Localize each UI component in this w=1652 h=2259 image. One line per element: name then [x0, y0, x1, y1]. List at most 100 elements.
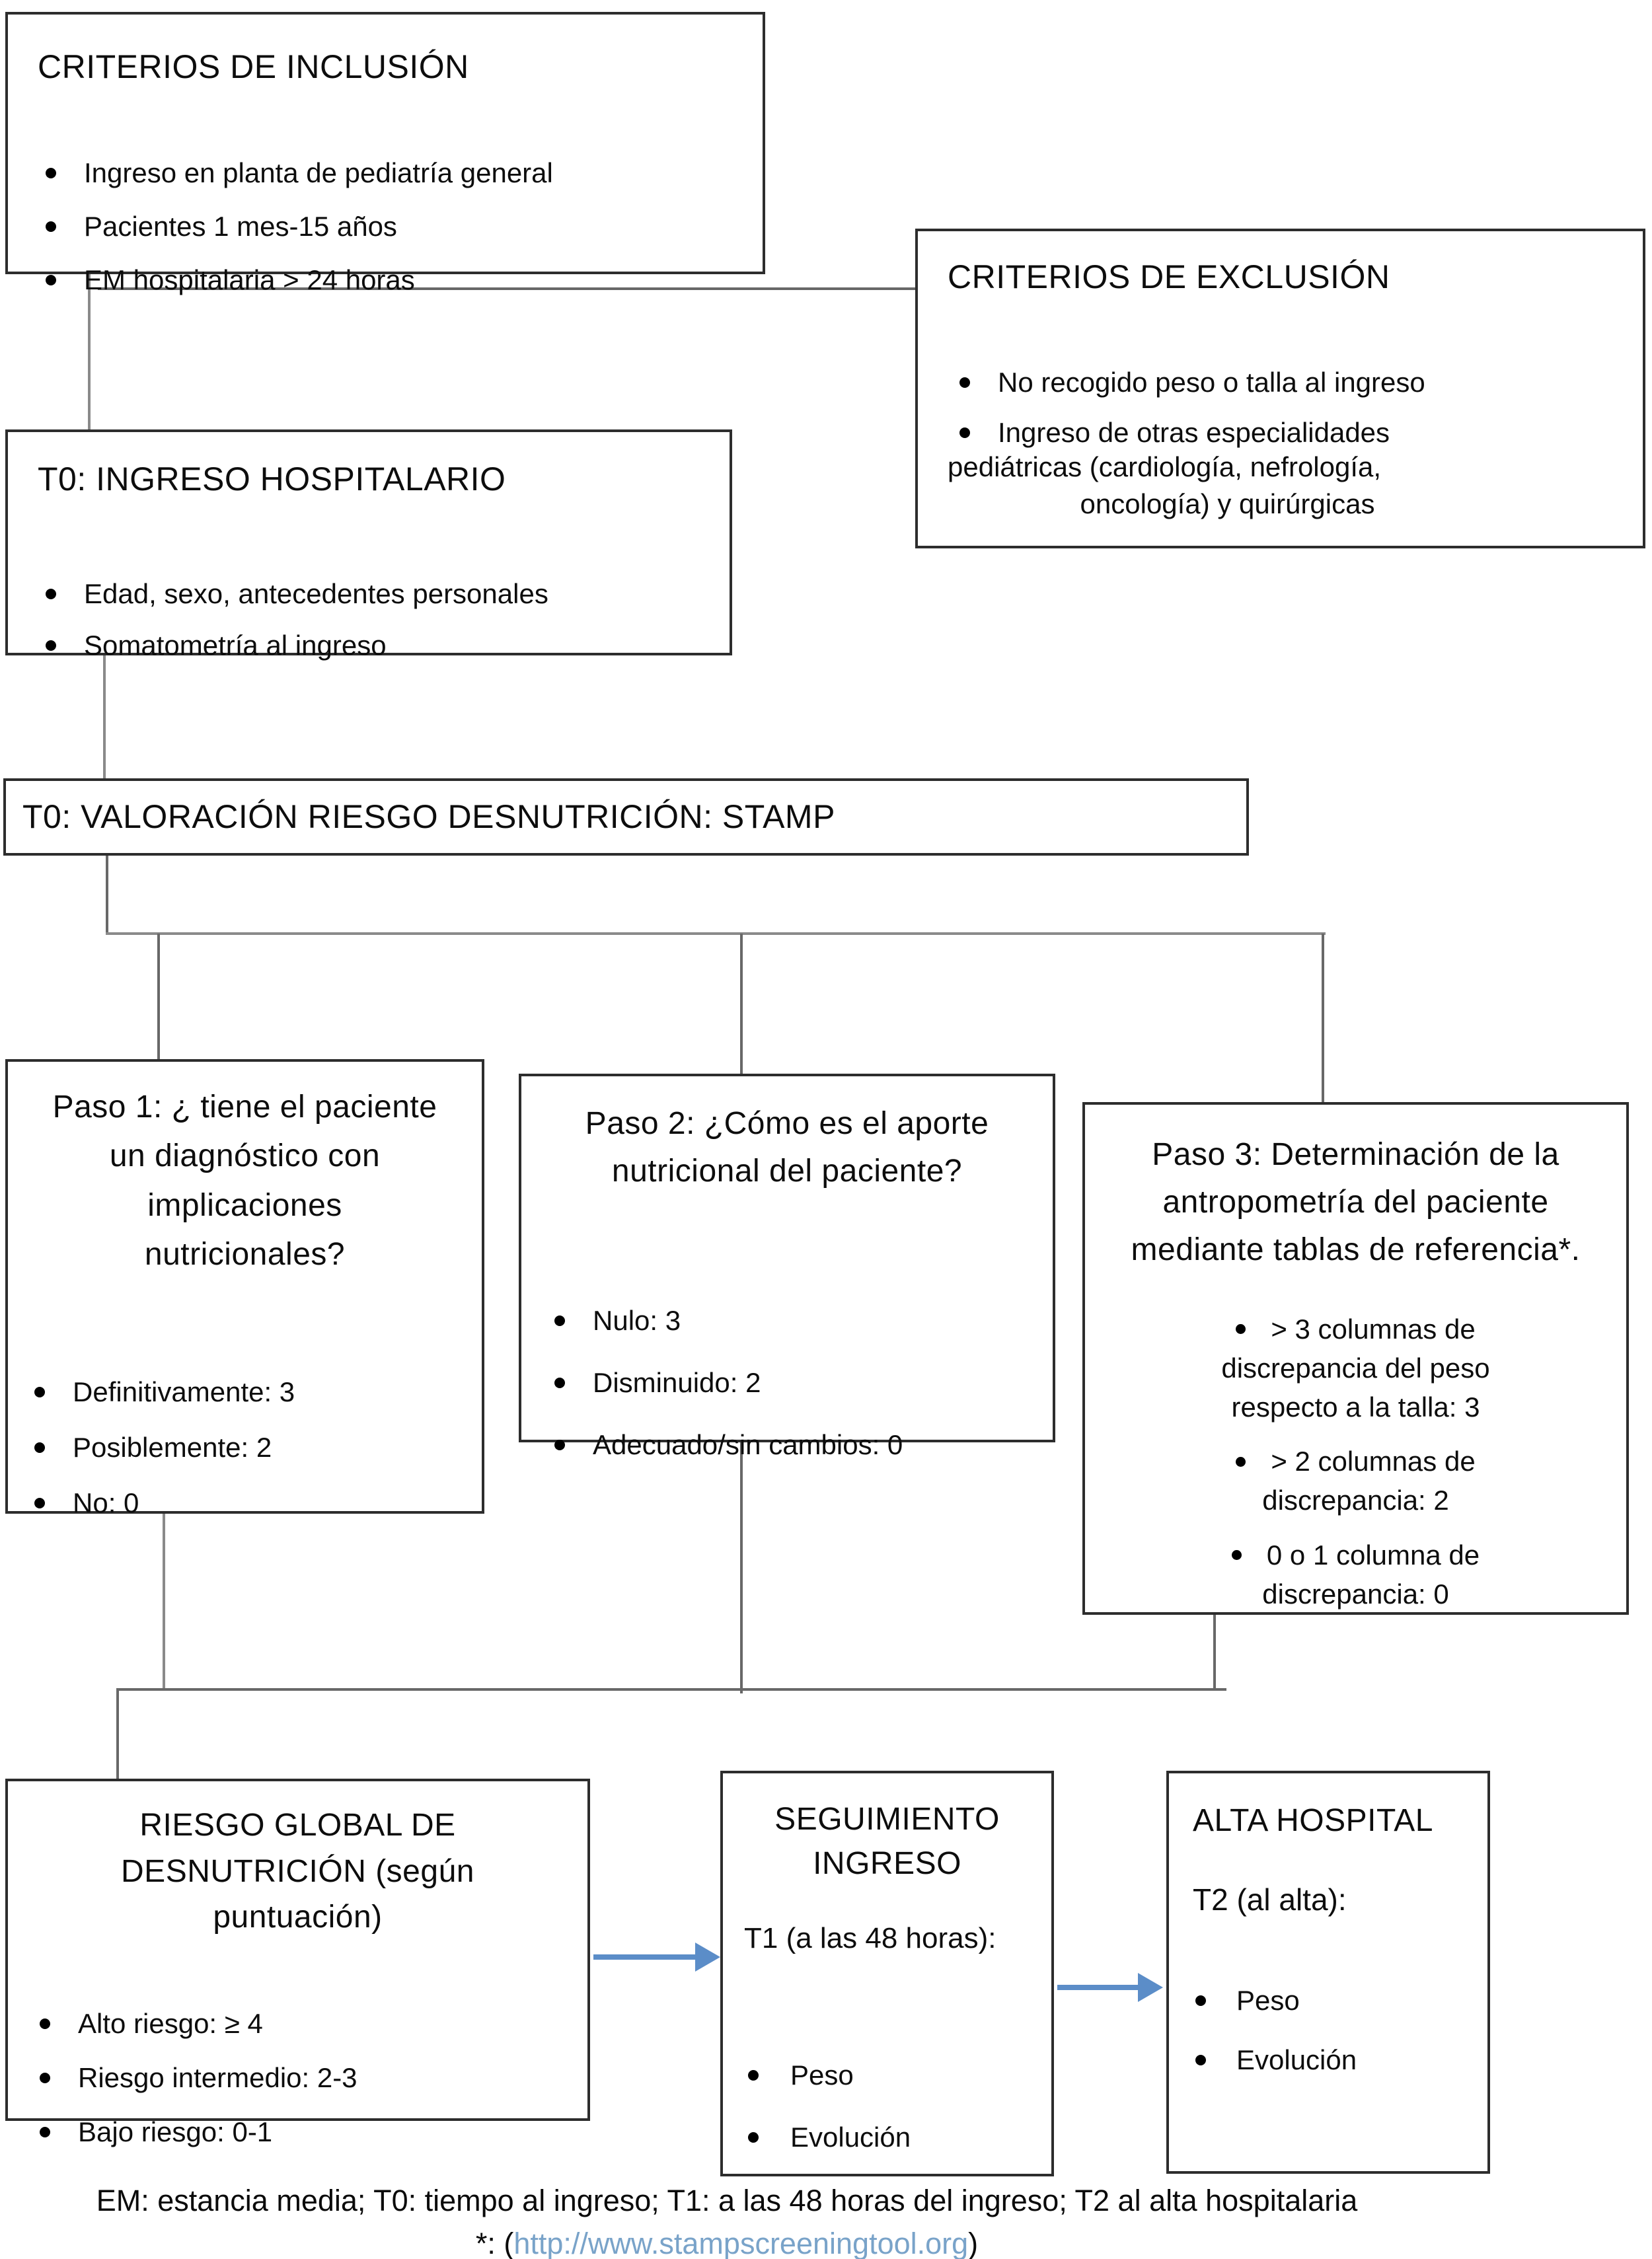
- paso1-item-3: No: 0: [73, 1487, 139, 1518]
- global-risk-title-line1: RIESGO GLOBAL DE: [139, 1808, 456, 1843]
- discharge-item-weight: Peso: [1236, 1985, 1300, 2016]
- stamp-screening-tool-link[interactable]: http://www.stampscreeningtool.org: [513, 2227, 969, 2259]
- global-risk-title: RIESGO GLOBAL DE DESNUTRICIÓN (según pun…: [26, 1802, 569, 1941]
- bullet-icon: [46, 221, 56, 232]
- paso2-item-3: Adecuado/sin cambios: 0: [593, 1429, 903, 1460]
- followup-title-line1: SEGUIMIENTO: [774, 1802, 1000, 1837]
- list-item: Alto riesgo: ≥ 4: [26, 2008, 569, 2040]
- bullet-icon: [1231, 1550, 1242, 1561]
- risk-item-low: Bajo riesgo: 0-1: [78, 2116, 273, 2147]
- list-item: Disminuido: 2: [540, 1367, 1034, 1399]
- bullet-icon: [748, 2132, 759, 2143]
- paso2-item-1: Nulo: 3: [593, 1305, 681, 1336]
- exclusion-item-2-line-2: pediátricas (cardiología, nefrología,: [948, 451, 1382, 482]
- list-item: Somatometría al ingreso: [38, 630, 700, 661]
- connector-to-paso2-vertical: [740, 934, 743, 1076]
- connector-paso1-down-vertical: [163, 1512, 165, 1691]
- connector-paso3-down-vertical: [1213, 1613, 1216, 1691]
- arrow-seguimiento-to-alta-head: [1138, 1973, 1163, 2002]
- bullet-icon: [40, 2126, 50, 2137]
- connector-paso2-down-vertical: [740, 1441, 743, 1693]
- global-risk-title-line2: DESNUTRICIÓN (según: [121, 1853, 474, 1889]
- paso3-bullet-3: 0 o 1 columna de discrepancia: 0: [1100, 1536, 1612, 1614]
- bullet-icon: [34, 1386, 45, 1397]
- connector-riesgo-horizontal: [116, 1688, 1226, 1691]
- connector-pasos-horizontal: [106, 932, 1326, 935]
- bullet-icon: [1195, 1995, 1206, 2006]
- paso1-box: Paso 1: ¿ tiene el paciente un diagnósti…: [5, 1059, 484, 1518]
- paso2-box: Paso 2: ¿Cómo es el aporte nutricional d…: [519, 1074, 1055, 1460]
- paso1-title-line2: un diagnóstico con: [109, 1138, 381, 1174]
- paso3-b2-line2: discrepancia: 2: [1262, 1485, 1449, 1516]
- paso1-title-line1: Paso 1: ¿ tiene el paciente: [52, 1090, 437, 1125]
- paso3-b2-line1: > 2 columnas de: [1271, 1446, 1476, 1477]
- list-item: Nulo: 3: [540, 1305, 1034, 1337]
- followup-item-evolution: Evolución: [790, 2122, 911, 2153]
- stamp-assessment-box: T0: VALORACIÓN RIESGO DESNUTRICIÓN: STAM…: [3, 778, 1249, 856]
- followup-title: SEGUIMIENTO INGRESO: [744, 1797, 1030, 1886]
- list-item: Peso: [1193, 1985, 1464, 2017]
- paso3-b3-line2: discrepancia: 0: [1262, 1578, 1449, 1610]
- bullet-icon: [34, 1442, 45, 1453]
- list-item: Pacientes 1 mes-15 años: [38, 211, 733, 242]
- paso1-bullets: Definitivamente: 3 Posiblemente: 2 No: 0: [20, 1352, 470, 1519]
- arrow-riesgo-to-seguimiento-head: [695, 1943, 720, 1972]
- connector-stamp-drop-vertical: [106, 855, 108, 935]
- discharge-t2-label: T2 (al alta):: [1193, 1882, 1347, 1917]
- bullet-icon: [1236, 1456, 1246, 1467]
- inclusion-title: CRITERIOS DE INCLUSIÓN: [38, 48, 469, 85]
- list-item: No recogido peso o talla al ingreso: [948, 367, 1613, 398]
- bullet-icon: [959, 377, 970, 388]
- stamp-title: T0: VALORACIÓN RIESGO DESNUTRICIÓN: STAM…: [22, 798, 835, 836]
- connector-inclusion-to-exclusion-horizontal: [98, 287, 917, 290]
- paso3-b1-line2: discrepancia del peso: [1221, 1352, 1490, 1384]
- paso3-b1-line3: respecto a la talla: 3: [1231, 1391, 1480, 1423]
- risk-item-medium: Riesgo intermedio: 2-3: [78, 2061, 357, 2093]
- list-item: Evolución: [1193, 2044, 1464, 2076]
- risk-item-high: Alto riesgo: ≥ 4: [78, 2007, 263, 2039]
- list-item: Posiblemente: 2: [20, 1432, 470, 1463]
- bullet-icon: [1195, 2055, 1206, 2065]
- list-item: 0 o 1 columna de: [1100, 1536, 1612, 1575]
- connector-to-paso1-vertical: [157, 934, 160, 1060]
- discharge-box: ALTA HOSPITAL T2 (al alta): Peso Evoluci…: [1166, 1771, 1490, 2174]
- bullet-icon: [46, 167, 56, 178]
- discharge-item-evolution: Evolución: [1236, 2044, 1357, 2075]
- arrow-riesgo-to-seguimiento-line: [593, 1954, 696, 1960]
- followup-box: SEGUIMIENTO INGRESO T1 (a las 48 horas):…: [720, 1771, 1054, 2176]
- list-item: Ingreso de otras especialidades: [948, 417, 1613, 449]
- legend-abbreviations: EM: estancia media; T0: tiempo al ingres…: [96, 2184, 1358, 2217]
- paso1-title-line3: implicaciones: [147, 1187, 342, 1223]
- list-item: EM hospitalaria > 24 horas: [38, 264, 733, 296]
- connector-t0-to-stamp-vertical: [103, 655, 106, 780]
- bullet-icon: [40, 2018, 50, 2029]
- paso2-item-2: Disminuido: 2: [593, 1367, 761, 1398]
- bullet-icon: [40, 2072, 50, 2083]
- paso2-bullets: Nulo: 3 Disminuido: 2 Adecuado/sin cambi…: [540, 1275, 1034, 1461]
- exclusion-title: CRITERIOS DE EXCLUSIÓN: [948, 258, 1390, 295]
- paso1-title: Paso 1: ¿ tiene el paciente un diagnósti…: [20, 1083, 470, 1280]
- paso3-b3-line1: 0 o 1 columna de: [1266, 1539, 1480, 1571]
- followup-t1-label: T1 (a las 48 horas):: [744, 1922, 996, 1955]
- paso3-bullet-2: > 2 columnas de discrepancia: 2: [1100, 1442, 1612, 1520]
- bullet-icon: [554, 1315, 565, 1326]
- list-item: Evolución: [744, 2122, 1030, 2153]
- bullet-icon: [959, 427, 970, 438]
- paso3-title-line3: mediante tablas de referencia*.: [1131, 1232, 1581, 1267]
- global-risk-title-line3: puntuación): [213, 1900, 383, 1935]
- legend-note-suffix: ): [968, 2227, 979, 2259]
- exclusion-item-2-line-1: Ingreso de otras especialidades: [998, 416, 1390, 448]
- connector-riesgo-drop-vertical: [116, 1688, 119, 1781]
- bullet-icon: [554, 1440, 565, 1450]
- list-item: > 3 columnas de: [1100, 1310, 1612, 1349]
- list-item: > 2 columnas de: [1100, 1442, 1612, 1481]
- legend-note-prefix: *: (: [475, 2227, 514, 2259]
- t0-admission-box: T0: INGRESO HOSPITALARIO Edad, sexo, ant…: [5, 429, 732, 661]
- paso1-title-line4: nutricionales?: [144, 1237, 346, 1273]
- discharge-title: ALTA HOSPITAL: [1193, 1803, 1433, 1838]
- bullet-icon: [46, 640, 56, 651]
- followup-title-line2: INGRESO: [813, 1846, 961, 1882]
- list-item: Peso: [744, 2059, 1030, 2091]
- global-risk-bullets: Alto riesgo: ≥ 4 Riesgo intermedio: 2-3 …: [26, 1985, 569, 2148]
- connector-to-paso3-vertical: [1322, 934, 1324, 1104]
